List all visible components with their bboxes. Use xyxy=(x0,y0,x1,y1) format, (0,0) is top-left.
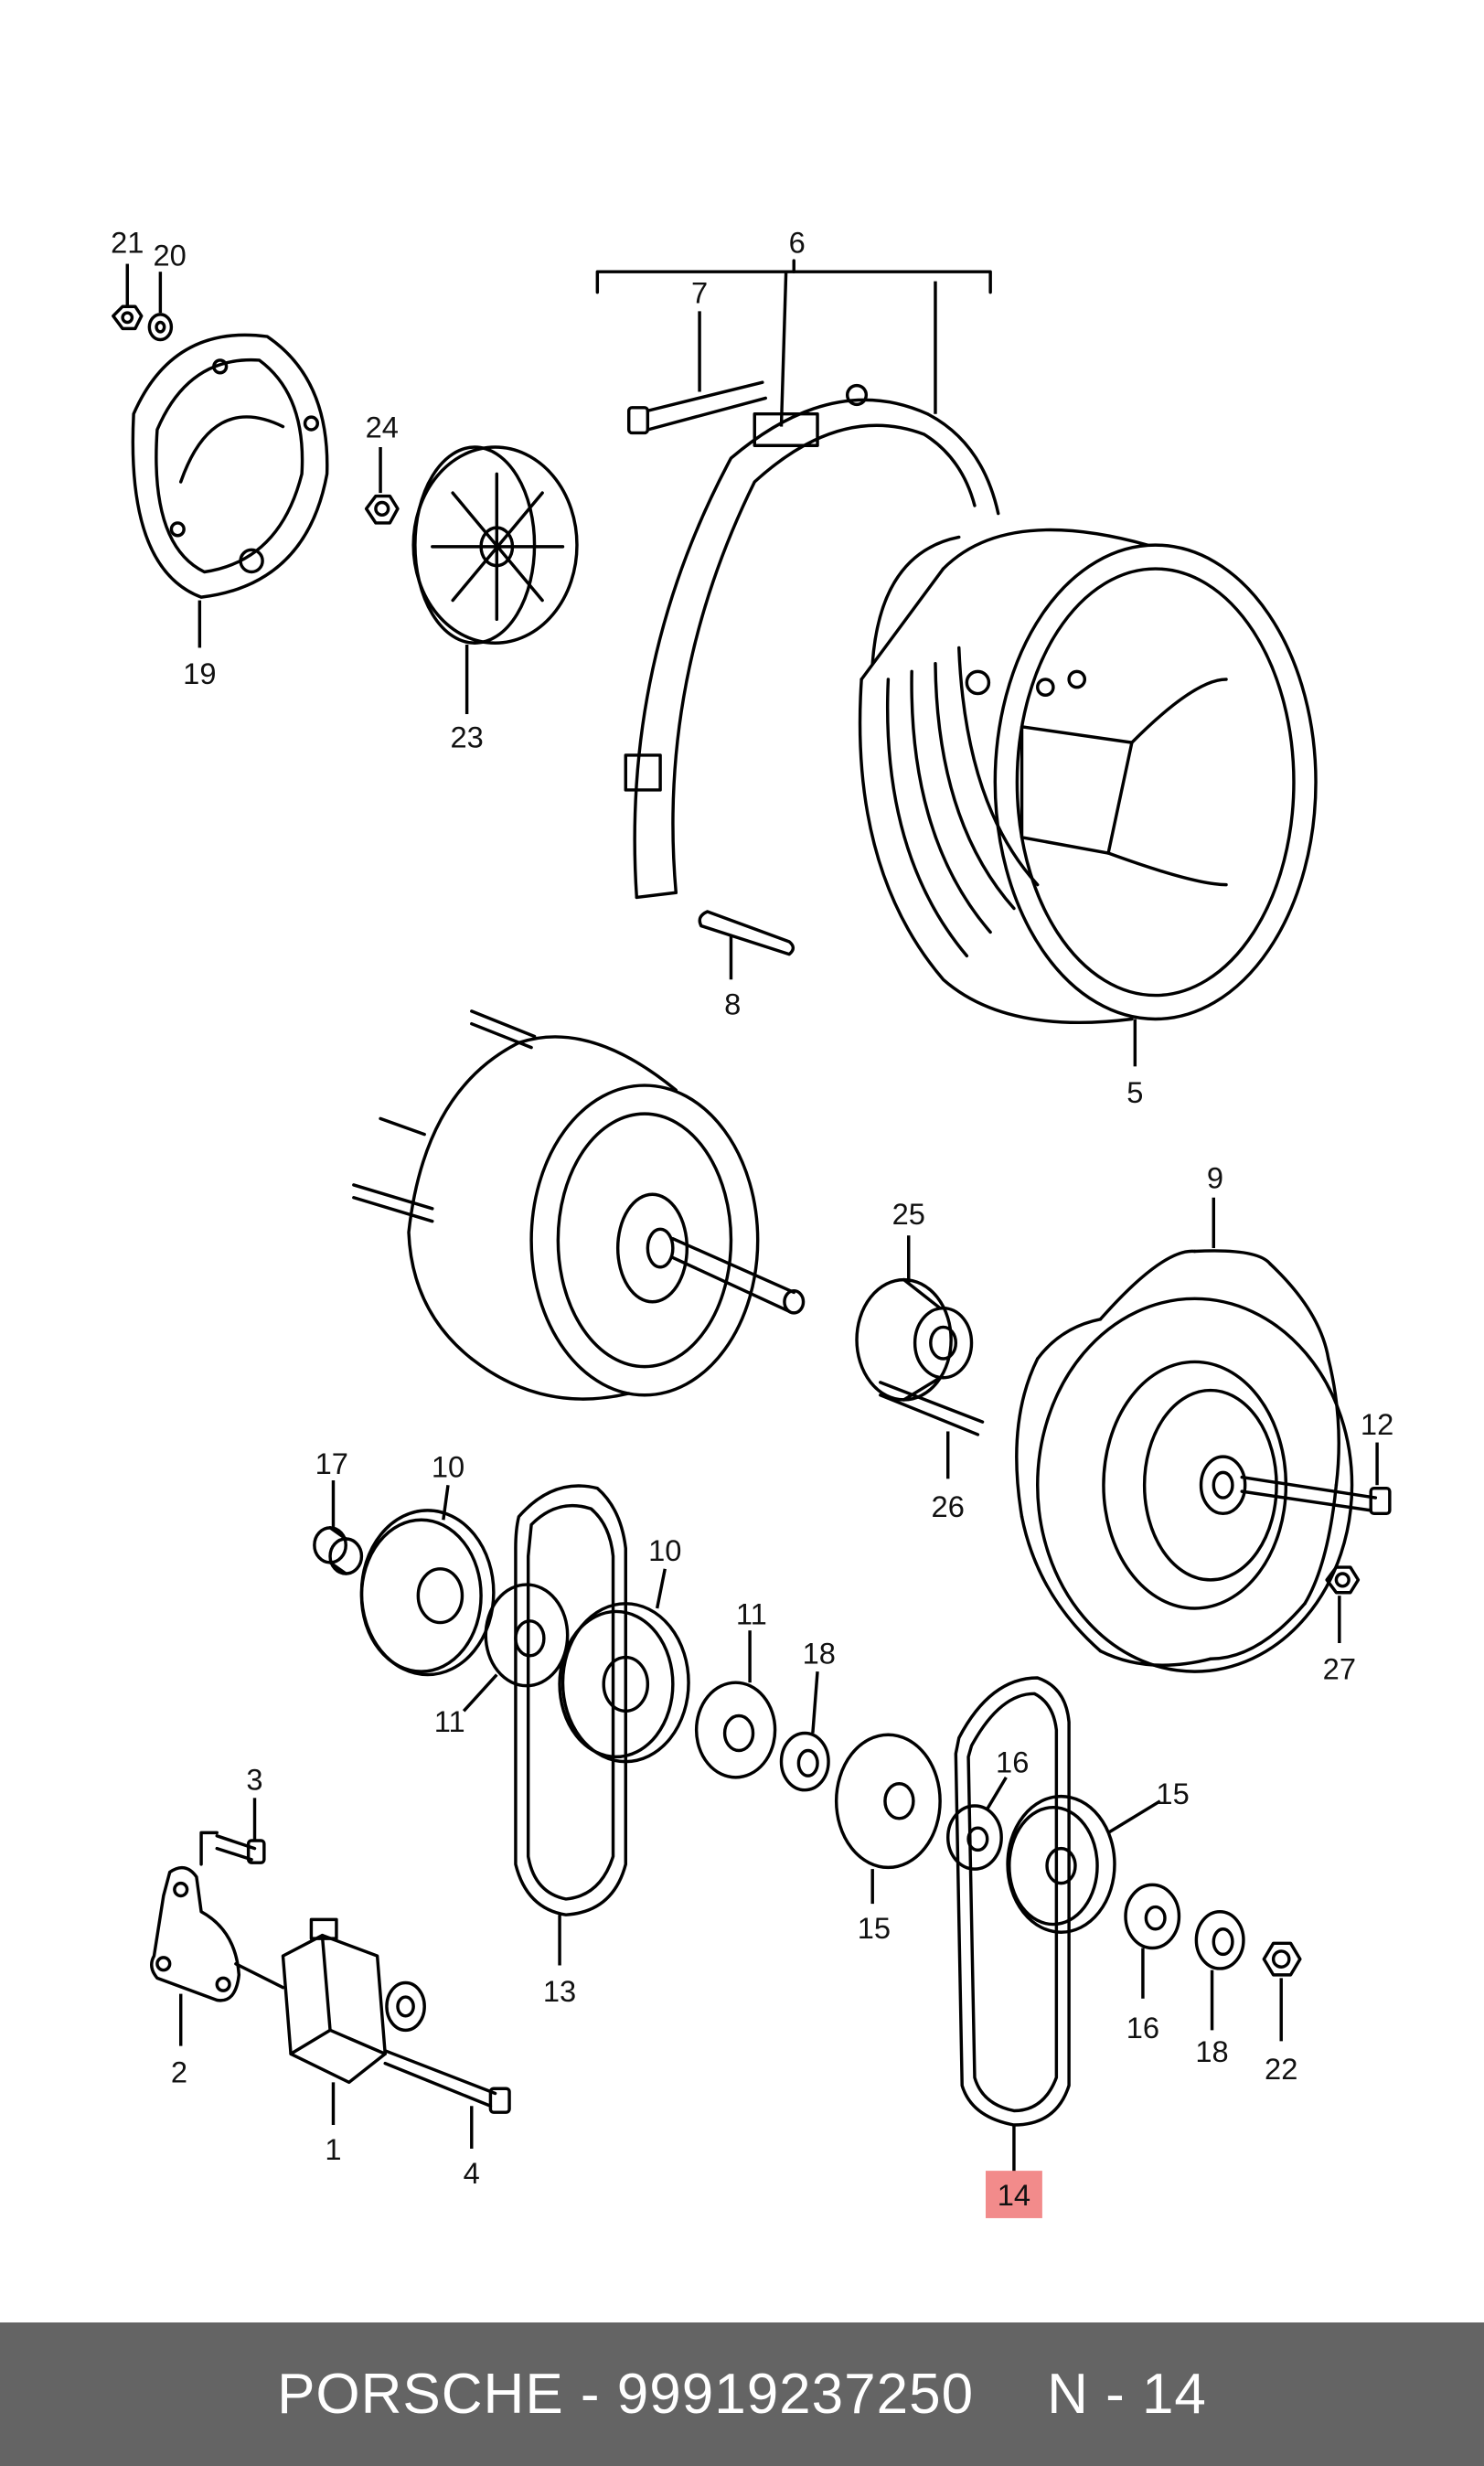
part-label[interactable]: 9 xyxy=(1207,1160,1223,1194)
bolt-12 xyxy=(1240,1475,1392,1516)
part-label[interactable]: 25 xyxy=(892,1197,925,1231)
part-label[interactable]: 18 xyxy=(803,1636,836,1670)
part-labels: 21 20 6 7 24 19 23 8 5 9 25 26 12 17 10 … xyxy=(111,225,1393,2212)
pin-8 xyxy=(698,910,795,956)
part-label[interactable]: 1 xyxy=(325,2132,341,2166)
bracket-2 xyxy=(150,1865,241,2002)
shim-11-b xyxy=(694,1681,777,1779)
part-label[interactable]: 4 xyxy=(464,2156,480,2190)
fan-cover-19 xyxy=(131,333,329,599)
fan-wheel-9 xyxy=(1015,1249,1354,1673)
part-label[interactable]: 11 xyxy=(736,1596,767,1630)
part-label[interactable]: 17 xyxy=(315,1447,348,1480)
tensioner-unit-1 xyxy=(234,1917,426,2085)
washer-20 xyxy=(147,313,174,342)
part-label[interactable]: 7 xyxy=(691,276,708,310)
alternator xyxy=(352,1009,806,1401)
part-label-highlighted[interactable]: 14 xyxy=(998,2178,1030,2212)
part-label[interactable]: 5 xyxy=(1126,1075,1143,1109)
nut-24 xyxy=(364,494,400,525)
part-label[interactable]: 18 xyxy=(1195,2034,1228,2068)
part-label[interactable]: 27 xyxy=(1323,1652,1356,1686)
pulley-15-a xyxy=(834,1733,942,1870)
part-label[interactable]: 16 xyxy=(1126,2011,1159,2044)
v-belt-13 xyxy=(514,1484,627,1916)
pulley-15-b xyxy=(1006,1794,1116,1934)
part-label[interactable]: 2 xyxy=(171,2055,187,2088)
mounting-strap xyxy=(624,383,1000,900)
part-label[interactable]: 21 xyxy=(111,225,144,259)
part-label[interactable]: 23 xyxy=(450,720,483,753)
shim-11-a xyxy=(484,1583,570,1688)
v-belt-14 xyxy=(954,1676,1071,2127)
part-label[interactable]: 19 xyxy=(183,657,216,690)
bolt-7 xyxy=(626,380,768,435)
sleeve-17 xyxy=(313,1526,364,1575)
footer-bar: PORSCHE - 99919237250 N - 14 xyxy=(0,2322,1484,2466)
part-label[interactable]: 22 xyxy=(1265,2052,1297,2086)
part-label[interactable]: 8 xyxy=(724,987,741,1020)
part-label[interactable]: 24 xyxy=(366,411,399,444)
washer-16-a xyxy=(946,1804,1003,1871)
washer-16-b xyxy=(1124,1883,1181,1950)
pulley-23 xyxy=(411,445,579,645)
part-label[interactable]: 15 xyxy=(1156,1777,1189,1810)
flange-25 xyxy=(855,1277,974,1402)
washer-18-a xyxy=(779,1731,830,1792)
part-label[interactable]: 11 xyxy=(434,1704,465,1738)
nut-22 xyxy=(1262,1941,1302,1977)
nut-21 xyxy=(112,304,144,331)
nut-27 xyxy=(1325,1565,1361,1595)
part-label[interactable]: 16 xyxy=(996,1745,1029,1779)
part-label[interactable]: 6 xyxy=(789,225,806,259)
part-label[interactable]: 15 xyxy=(858,1911,891,1945)
brand-part-number: PORSCHE - 99919237250 xyxy=(277,2363,975,2426)
pulley-half-10-b xyxy=(558,1602,690,1764)
diagram-position: N - 14 xyxy=(1047,2363,1207,2426)
pulley-half-10-a xyxy=(359,1509,496,1677)
part-label[interactable]: 10 xyxy=(648,1533,681,1567)
part-label[interactable]: 12 xyxy=(1361,1407,1393,1441)
fan-housing-5 xyxy=(858,528,1318,1025)
part-label[interactable]: 26 xyxy=(932,1489,965,1523)
part-label[interactable]: 13 xyxy=(543,1974,576,2008)
exploded-parts-diagram: 21 20 6 7 24 19 23 8 5 9 25 26 12 17 10 … xyxy=(111,225,1393,2218)
leader-lines xyxy=(125,263,1379,2172)
bracket-6 xyxy=(595,259,992,294)
part-label[interactable]: 10 xyxy=(432,1450,464,1484)
part-label[interactable]: 20 xyxy=(154,238,187,272)
bolt-26 xyxy=(879,1381,985,1436)
highlight-box xyxy=(985,2171,1042,2218)
bolt-4 xyxy=(383,2049,511,2114)
part-label[interactable]: 3 xyxy=(246,1763,262,1797)
washer-18-b xyxy=(1194,1910,1245,1970)
